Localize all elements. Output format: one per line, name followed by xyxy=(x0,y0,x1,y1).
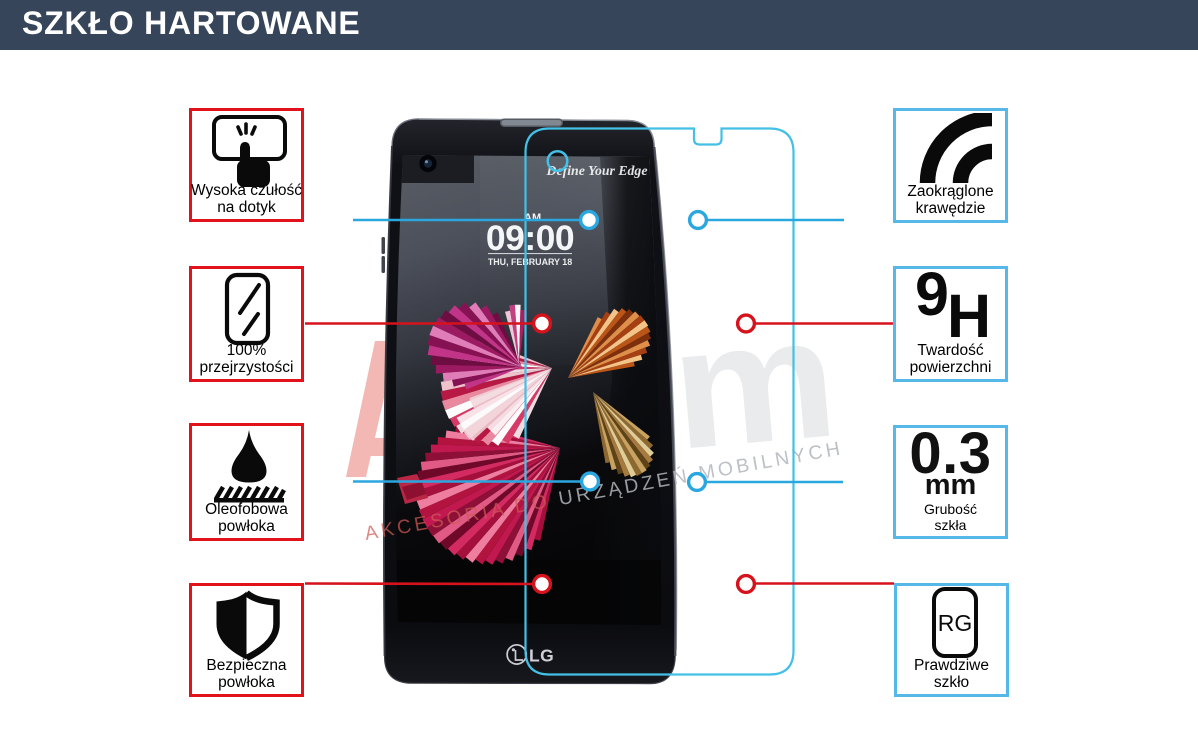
svg-text:Define Your Edge: Define Your Edge xyxy=(546,163,648,178)
svg-text:m: m xyxy=(664,280,843,485)
svg-text:09:00: 09:00 xyxy=(486,218,574,258)
svg-text:LG: LG xyxy=(529,646,554,666)
svg-text:THU, FEBRUARY 18: THU, FEBRUARY 18 xyxy=(488,257,572,267)
svg-text:RG: RG xyxy=(938,610,973,636)
